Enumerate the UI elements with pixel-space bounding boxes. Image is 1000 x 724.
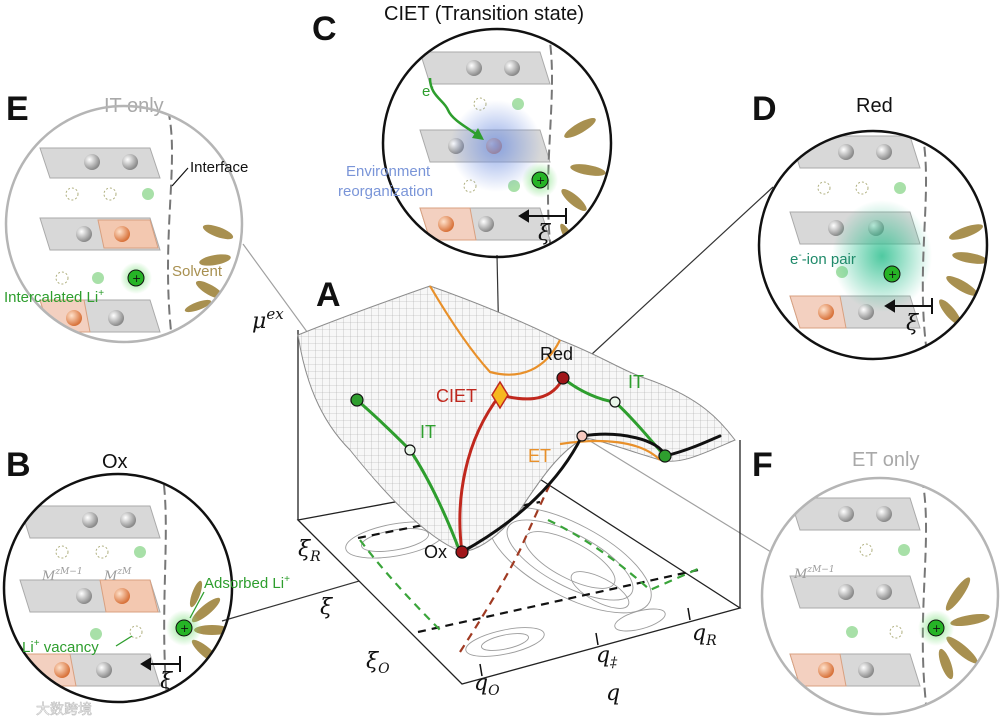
panel-b: B Ox (2, 446, 290, 704)
ciet-li-ion (531, 171, 549, 189)
label-env-1: Environment (346, 163, 431, 180)
label-m-right: MzM (103, 567, 132, 584)
axis-ticks (479, 607, 691, 677)
solvent-d (939, 224, 987, 325)
ciet-path (458, 376, 565, 554)
xi-axis-label: ξ (320, 595, 334, 620)
axis-mu-label: μex (252, 305, 284, 334)
interface-line-e (167, 109, 173, 341)
it-start-node (350, 393, 364, 407)
interface-line-f (921, 478, 929, 714)
ciet-ts-diamond (491, 380, 509, 410)
label-m-left: MzM−1 (41, 567, 83, 584)
label-red: Red (540, 344, 573, 364)
panel-letter-b: B (6, 446, 31, 484)
panel-f: F ET only (752, 446, 1000, 716)
xi-arrow-d (884, 298, 933, 314)
label-interface: Interface (190, 159, 248, 176)
interface-line-b (161, 474, 169, 702)
q-r-label: qR (692, 621, 717, 649)
red-li-ion (883, 265, 901, 283)
interface-line-d (921, 131, 929, 359)
q-o-label: qO (474, 671, 500, 699)
label-ion-pair: e--ion pair (790, 250, 856, 268)
et-li-ion (927, 619, 945, 637)
label-vacancy: Li+ vacancy (22, 638, 99, 656)
panel-f-title: ET only (852, 449, 919, 471)
panel-c-title: CIET (Transition state) (384, 3, 584, 25)
ox-node (455, 545, 469, 559)
panel-e: E IT only + (4, 90, 248, 344)
label-intercalated: Intercalated Li+ (4, 288, 104, 306)
solvent-c (560, 118, 606, 249)
bubble-f-border (760, 476, 1000, 716)
label-m-f: MzM−1 (793, 565, 835, 582)
it-end-node (658, 449, 672, 463)
q-axis-label: q (606, 681, 620, 706)
electron-path (428, 77, 483, 140)
svg-text:+: + (536, 174, 545, 187)
label-it-right: IT (628, 372, 644, 392)
axes-frame (297, 330, 741, 608)
svg-text:+: + (888, 268, 897, 281)
xi-r-label: ξR (298, 537, 321, 565)
et-ts-node (576, 430, 588, 442)
bubble-c-border (381, 27, 613, 259)
panel-c: C CIET (Transition state) (312, 3, 613, 259)
xi-c-label: ξ (538, 221, 552, 246)
panel-d: D Red (752, 90, 989, 361)
bubble-d-border (757, 129, 989, 361)
et-path (460, 432, 722, 554)
surface-ridge (429, 285, 561, 376)
label-adsorbed: Adsorbed Li+ (204, 574, 290, 592)
lattice-b (19, 505, 161, 687)
label-electron-c: e- (422, 82, 434, 100)
label-ciet: CIET (436, 386, 477, 406)
solvent-f (938, 577, 990, 680)
red-node (556, 371, 570, 385)
adsorbed-li-ion (175, 619, 193, 637)
panel-a: A μex CIET Red IT IT ET Ox ξR ξ ξO qO q‡… (221, 186, 774, 706)
watermark: 大数跨境 (36, 702, 92, 718)
bubble-e-border (4, 104, 244, 344)
surface-edge-et (559, 439, 661, 461)
panel-letter-c: C (312, 10, 337, 48)
label-ox: Ox (424, 542, 447, 562)
q-dagger-label: q‡ (596, 643, 618, 671)
it-mid-node-left (404, 444, 416, 456)
interface-line-c (547, 29, 553, 257)
bubble-b-border (2, 472, 234, 704)
label-et: ET (528, 446, 551, 466)
panel-d-title: Red (856, 95, 893, 117)
solvent-e (184, 224, 234, 313)
svg-text:+: + (932, 622, 941, 635)
lattice-e: + (39, 147, 161, 333)
xi-b-label: ξ (160, 669, 174, 694)
ion-pair-glow (832, 200, 932, 312)
xi-d-label: ξ (906, 311, 920, 336)
svg-text:+: + (180, 622, 189, 635)
svg-text:+: + (132, 272, 141, 285)
xi-arrow-c (518, 208, 567, 224)
panel-b-title: Ox (102, 451, 128, 473)
xi-o-label: ξO (366, 649, 390, 677)
it-mid-node-right (609, 396, 621, 408)
label-it-left: IT (420, 422, 436, 442)
panel-letter-e: E (6, 90, 29, 128)
label-env-2: reorganization (338, 183, 433, 200)
panel-letter-d: D (752, 90, 777, 128)
panel-letter-f: F (752, 446, 773, 484)
panel-letter-a: A (316, 276, 341, 314)
label-solvent: Solvent (172, 263, 223, 280)
xi-arrow-b (140, 656, 181, 672)
lattice-f (789, 497, 921, 687)
env-reorg-glow (450, 100, 542, 192)
